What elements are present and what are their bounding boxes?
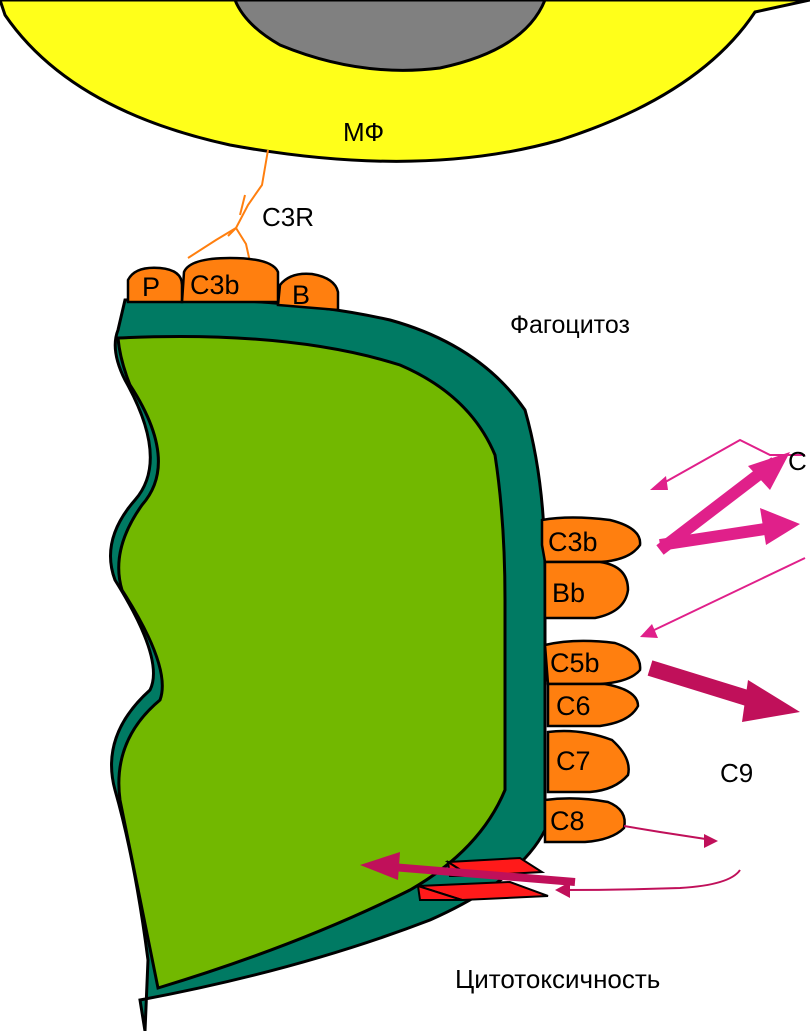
arrow-c8-c9 (624, 826, 712, 840)
c3b-right-label: C3b (548, 527, 598, 557)
b-label: B (292, 280, 310, 310)
right-complex: C3b Bb C5b C6 C7 C8 C9 (542, 518, 753, 843)
target-cell (111, 299, 546, 1031)
c3-receptor (188, 150, 268, 262)
c5b-label: C5b (550, 648, 600, 678)
p-label: P (142, 272, 160, 302)
macrophage: МФ (0, 0, 810, 161)
arrow-to-c5b-head (640, 624, 658, 638)
cytotoxicity-label: Цитотоксичность (455, 964, 660, 994)
arrow-to-c3b-head (650, 476, 668, 490)
c6-label: C6 (556, 691, 591, 721)
arrow-thick-right-head (760, 508, 800, 545)
arrow-c9-back (562, 870, 740, 890)
receptor-label: C3R (262, 202, 314, 232)
arrow-c8-c9-head (704, 834, 718, 848)
c3b-top-label: C3b (190, 270, 240, 300)
arrow-c5b-out-head (742, 680, 800, 722)
arrow-to-c5b (650, 558, 805, 632)
c9-label: C9 (720, 758, 753, 788)
macrophage-label: МФ (343, 117, 384, 147)
c8-label: C8 (550, 806, 585, 836)
bb-label: Bb (552, 578, 585, 608)
phagocytosis-label: Фагоцитоз (510, 311, 630, 339)
cut-edge-label: C (788, 446, 807, 476)
receptor-line-left (188, 228, 236, 258)
top-complex: P C3b B (128, 258, 338, 310)
arrow-c5b-out (650, 668, 760, 702)
c7-label: C7 (556, 746, 591, 776)
